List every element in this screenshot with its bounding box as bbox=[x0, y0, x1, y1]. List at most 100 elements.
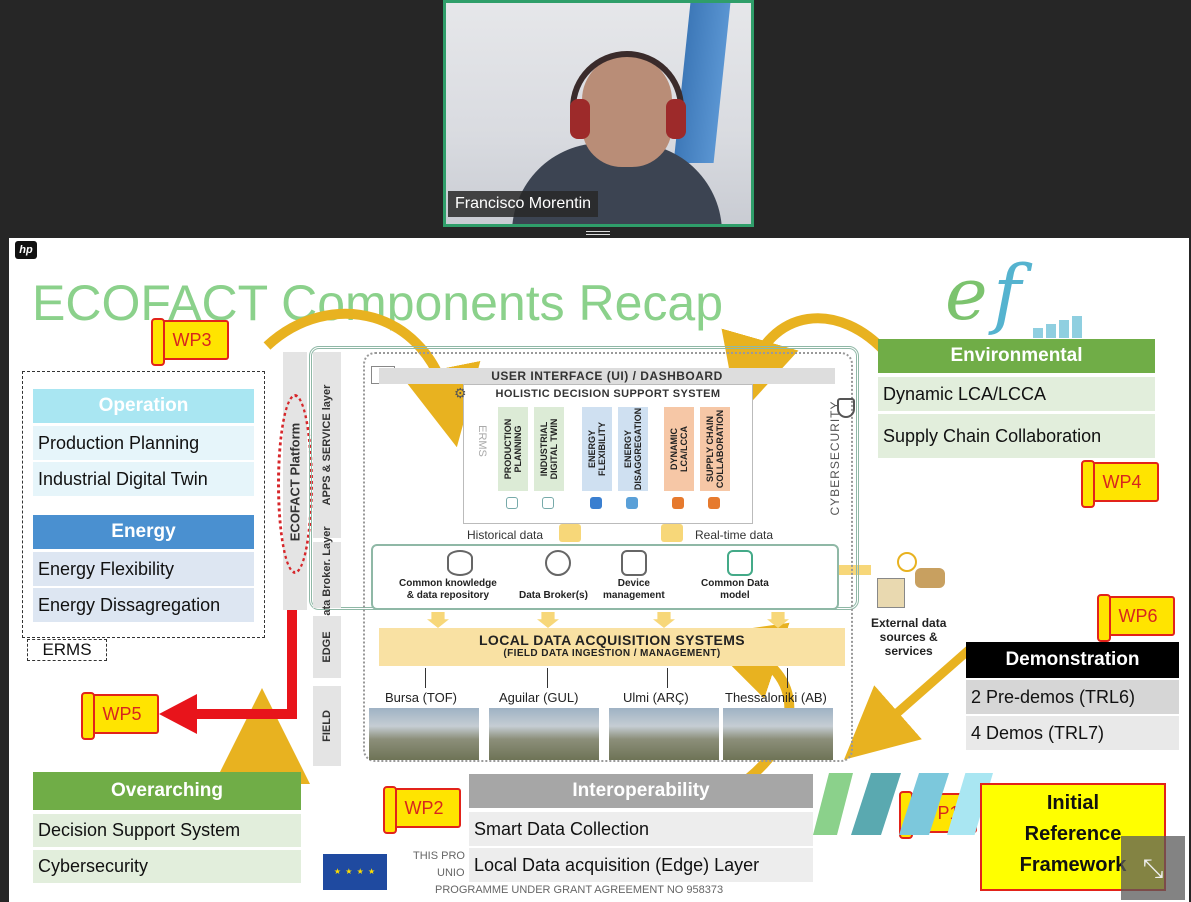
ldas-title: LOCAL DATA ACQUISITION SYSTEMS bbox=[478, 632, 746, 648]
environmental-item: Supply Chain Collaboration bbox=[878, 414, 1155, 458]
apps-layer-label: APPS & SERVICE layer bbox=[313, 352, 341, 538]
erms-label: ERMS bbox=[27, 639, 107, 661]
ecofact-logo: e f bbox=[945, 248, 1105, 338]
architecture-diagram: ECOFACT Platform APPS & SERVICE layer Da… bbox=[277, 346, 883, 776]
framework-line: Framework bbox=[1019, 854, 1127, 876]
exit-fullscreen-button[interactable]: ⤡ bbox=[1121, 836, 1185, 900]
site-label: Ulmi (ARÇ) bbox=[623, 690, 689, 705]
historical-arrow bbox=[559, 524, 581, 542]
broker-layer-text: Data Broker. Layer bbox=[321, 526, 333, 624]
headset-ear-left bbox=[570, 99, 590, 139]
headset-icon bbox=[570, 51, 684, 131]
site-connector bbox=[425, 668, 426, 688]
ldas-subtitle: (FIELD DATA INGESTION / MANAGEMENT) bbox=[503, 648, 721, 659]
wp2-badge: WP2 bbox=[383, 786, 461, 834]
energy-item: Energy Dissagregation bbox=[33, 588, 254, 622]
broker-item: Common Data model bbox=[701, 578, 769, 601]
footer-line: THIS PRO bbox=[413, 850, 465, 862]
database-icon bbox=[447, 550, 473, 576]
field-layer-text: FIELD bbox=[321, 710, 333, 742]
broker-layer-label: Data Broker. Layer bbox=[313, 526, 341, 624]
shield-icon bbox=[837, 398, 855, 418]
overarching-item: Cybersecurity bbox=[33, 850, 301, 883]
participant-video-tile[interactable]: Francisco Morentin bbox=[443, 0, 754, 227]
resize-handle[interactable] bbox=[586, 229, 610, 237]
device-icon bbox=[621, 550, 647, 576]
module-energy-flexibility: ENERGY FLEXIBILITY bbox=[582, 407, 612, 491]
footer-line: UNIO bbox=[437, 867, 465, 879]
footer-line: PROGRAMME UNDER GRANT AGREEMENT NO 95837… bbox=[435, 884, 724, 896]
field-layer-label: FIELD bbox=[313, 686, 341, 766]
module-supply-chain: SUPPLY CHAIN COLLABORATION bbox=[700, 407, 730, 491]
site-connector bbox=[667, 668, 668, 688]
slide-title: ECOFACT Components Recap bbox=[32, 275, 724, 331]
historical-data-label: Historical data bbox=[467, 528, 544, 542]
framework-line: Reference bbox=[1024, 823, 1122, 845]
hdss-box: HOLISTIC DECISION SUPPORT SYSTEM ⚙ ERMS … bbox=[454, 384, 753, 524]
site-photo bbox=[723, 708, 833, 760]
demonstration-item: 4 Demos (TRL7) bbox=[966, 716, 1179, 750]
module-energy-disaggregation: ENERGY DISAGGREGATION bbox=[618, 407, 648, 491]
realtime-data-label: Real-time data bbox=[695, 528, 774, 542]
site-label: Thessaloniki (AB) bbox=[725, 690, 827, 705]
module-digital-twin: INDUSTRIAL DIGITAL TWIN bbox=[534, 407, 564, 491]
module-dynamic-lca: DYNAMIC LCA/LCCA bbox=[664, 407, 694, 491]
broker-item: Common knowledge & data repository bbox=[399, 578, 497, 601]
gear-icon: ⚙ bbox=[454, 385, 467, 401]
demonstration-item: 2 Pre-demos (TRL6) bbox=[966, 680, 1179, 714]
document-icon bbox=[727, 550, 753, 576]
framework-line: Initial bbox=[1046, 792, 1100, 814]
edge-layer-label: EDGE bbox=[313, 616, 341, 678]
shared-slide: hp ECOFACT Components Recap e f Operatio… bbox=[9, 238, 1189, 902]
logo-bars bbox=[1033, 316, 1085, 338]
demonstration-header: Demonstration bbox=[966, 642, 1179, 678]
site-label: Bursa (TOF) bbox=[385, 690, 457, 705]
operation-header: Operation bbox=[33, 389, 254, 423]
interoperability-header: Interoperability bbox=[469, 774, 813, 808]
module-icon bbox=[542, 497, 554, 509]
site-connector bbox=[547, 668, 548, 688]
environmental-header: Environmental bbox=[878, 339, 1155, 373]
interoperability-item: Smart Data Collection bbox=[469, 812, 813, 846]
overarching-item: Decision Support System bbox=[33, 814, 301, 847]
participant-name-label: Francisco Morentin bbox=[448, 191, 599, 217]
ecofact-platform-highlight bbox=[277, 394, 313, 574]
wp3-badge: WP3 bbox=[151, 318, 229, 366]
cybersecurity-label: CYBERSECURITY bbox=[828, 400, 842, 516]
decorative-stripes bbox=[813, 773, 993, 835]
operation-item: Production Planning bbox=[33, 426, 254, 460]
wp6-badge: WP6 bbox=[1097, 594, 1175, 642]
external-data-icon bbox=[877, 552, 949, 610]
logo-letter-f: f bbox=[993, 248, 1022, 337]
module-production-planning: PRODUCTION PLANNING bbox=[498, 407, 528, 491]
site-photo bbox=[609, 708, 719, 760]
funding-footer: THIS PRO UNIO PROGRAMME UNDER GRANT AGRE… bbox=[413, 848, 723, 899]
realtime-arrow bbox=[661, 524, 683, 542]
environmental-item: Dynamic LCA/LCCA bbox=[878, 377, 1155, 411]
module-icon bbox=[506, 497, 518, 509]
data-broker-layer: Common knowledge & data repository Data … bbox=[371, 544, 839, 610]
factory-icon bbox=[708, 497, 720, 509]
logo-letter-e: e bbox=[945, 252, 988, 336]
module-icon bbox=[672, 497, 684, 509]
lightning-icon bbox=[590, 497, 602, 509]
network-icon bbox=[545, 550, 571, 576]
overarching-header: Overarching bbox=[33, 772, 301, 810]
wp5-badge: WP5 bbox=[81, 692, 159, 740]
cybersecurity-frame bbox=[363, 352, 853, 762]
wp5-red-arrowhead bbox=[159, 694, 197, 734]
external-data-label: External data sources & services bbox=[871, 616, 947, 658]
edge-layer-text: EDGE bbox=[321, 631, 333, 663]
site-photo bbox=[489, 708, 599, 760]
hp-logo: hp bbox=[15, 241, 37, 259]
flag-background bbox=[673, 3, 731, 163]
video-strip: Francisco Morentin bbox=[0, 0, 1191, 228]
site-photo bbox=[369, 708, 479, 760]
ui-dashboard-bar: USER INTERFACE (UI) / DASHBOARD bbox=[379, 368, 835, 384]
energy-header: Energy bbox=[33, 515, 254, 549]
hdss-title: HOLISTIC DECISION SUPPORT SYSTEM bbox=[495, 388, 721, 400]
interoperability-item: Local Data acquisition (Edge) Layer bbox=[469, 848, 813, 882]
demo-arrow bbox=[843, 644, 974, 760]
wp4-badge: WP4 bbox=[1081, 460, 1159, 508]
energy-item: Energy Flexibility bbox=[33, 552, 254, 586]
